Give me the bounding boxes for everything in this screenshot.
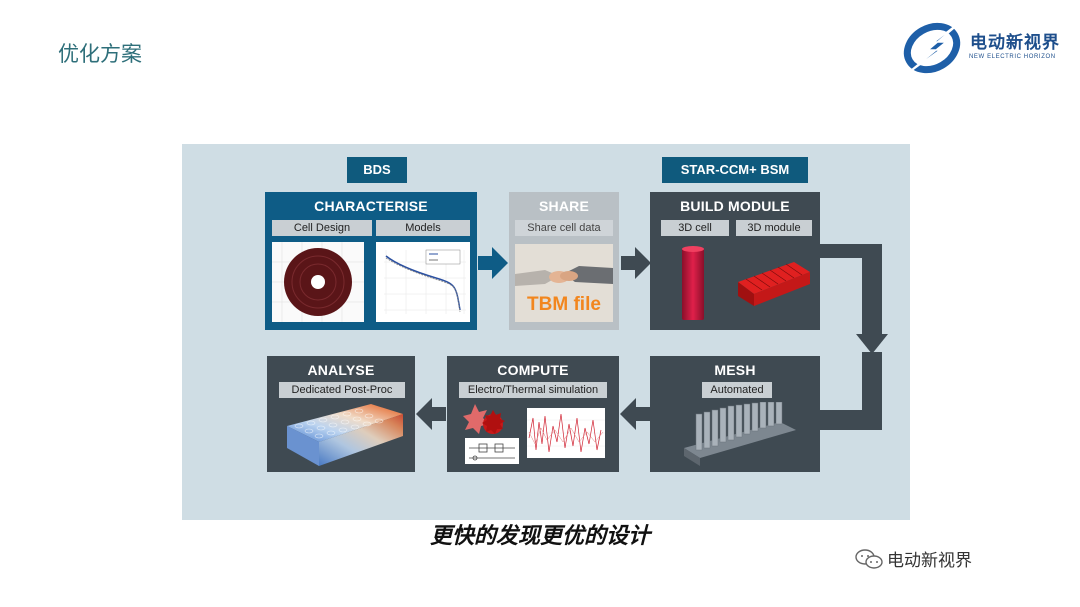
- characterise-title: CHARACTERISE: [314, 198, 428, 214]
- page-title: 优化方案: [58, 42, 142, 66]
- tagline: 更快的发现更优的设计: [429, 524, 650, 549]
- models-chart-image: [376, 242, 470, 322]
- compute-box: COMPUTE Electro/Thermal simulation: [447, 356, 619, 472]
- watermark-text: 电动新视界: [887, 551, 972, 571]
- models-chip: Models: [376, 220, 470, 236]
- 3d-module-icon: [738, 262, 810, 306]
- workflow-diagram: BDS STAR-CCM+ BSM CHARACTERISE Cell Desi…: [182, 144, 910, 520]
- analyse-title: ANALYSE: [307, 362, 375, 378]
- connector-down-arrow-icon: [820, 244, 888, 430]
- arrow-left-icon: [416, 398, 446, 430]
- circuit-gear-icon: [463, 404, 519, 464]
- cell-design-image: [272, 242, 364, 322]
- simulation-plot-icon: [527, 408, 605, 458]
- build-module-box: BUILD MODULE 3D cell 3D module: [650, 192, 820, 330]
- 3d-cell-chip: 3D cell: [661, 220, 729, 236]
- arrow-right-icon: [621, 247, 651, 279]
- mesh-module-icon: [684, 402, 796, 466]
- brand-logo: 电动新视界 NEW ELECTRIC HORIZON: [898, 14, 1073, 78]
- bds-header: BDS: [347, 157, 407, 183]
- handshake-icon: [515, 244, 613, 322]
- mesh-box: MESH Automated: [650, 356, 820, 472]
- thermal-battery-pack-icon: [287, 404, 403, 466]
- cell-disc-icon: [272, 242, 364, 322]
- 3d-module-chip: 3D module: [736, 220, 812, 236]
- characterise-box: CHARACTERISE Cell Design Models: [265, 192, 477, 330]
- automated-chip: Automated: [702, 382, 772, 398]
- discharge-curve-icon: [384, 249, 466, 314]
- 3d-cell-icon: [682, 246, 704, 320]
- share-box: SHARE Share cell data TBM file: [509, 192, 619, 330]
- build-module-title: BUILD MODULE: [680, 198, 790, 214]
- compute-title: COMPUTE: [497, 362, 569, 378]
- electro-thermal-chip: Electro/Thermal simulation: [459, 382, 607, 398]
- post-proc-chip: Dedicated Post-Proc: [279, 382, 405, 398]
- arrow-left-icon: [620, 398, 650, 430]
- logo-emblem-icon: [903, 15, 969, 77]
- share-cell-data-chip: Share cell data: [515, 220, 613, 236]
- logo-text-cn: 电动新视界: [970, 33, 1060, 53]
- arrow-right-icon: [478, 247, 508, 279]
- share-title: SHARE: [538, 198, 589, 214]
- wechat-icon: [855, 549, 883, 569]
- analyse-box: ANALYSE Dedicated Post-Proc: [267, 356, 415, 472]
- cell-design-chip: Cell Design: [272, 220, 372, 236]
- star-ccm-header: STAR-CCM+ BSM: [662, 157, 808, 183]
- logo-text-en: NEW ELECTRIC HORIZON: [969, 54, 1056, 60]
- mesh-title: MESH: [714, 362, 756, 378]
- handshake-image: TBM file: [515, 244, 613, 322]
- tbm-file-label: TBM file: [527, 294, 601, 315]
